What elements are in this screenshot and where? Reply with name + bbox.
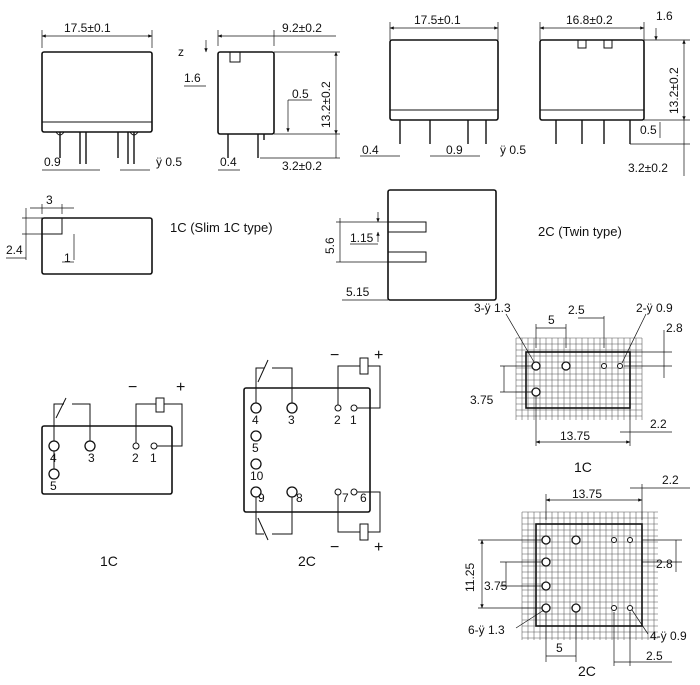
schematic-label-1c: 1C <box>100 553 118 569</box>
schematic-label-2c: 2C <box>298 553 316 569</box>
pin-label: 5 <box>252 441 259 455</box>
pin-label: 5 <box>50 479 57 493</box>
pcb1-d375: 3.75 <box>470 393 494 407</box>
pin-label: 2 <box>334 413 341 427</box>
dim-pin-offset: 0.5 <box>292 87 309 101</box>
pcb2-d28: 2.8 <box>656 557 673 571</box>
view-2c-front: 17.5±0.1 0.4 0.9 ÿ 0.5 <box>360 13 526 157</box>
dim-top-v: 1 <box>64 251 71 265</box>
dim-side-width: 9.2±0.2 <box>282 21 322 35</box>
top-view-1c: 3 2.4 1 1C (Slim 1C type) <box>6 193 273 275</box>
pcb-layout-1c: 3-ÿ 1.3 2-ÿ 0.9 5 2.5 2.8 3.75 13.75 2.2… <box>470 301 683 475</box>
coil-minus-2c-lower: − <box>330 539 339 556</box>
dim-pin-width: 0.4 <box>362 143 379 157</box>
dim-height-2c: 13.2±0.2 <box>667 67 681 114</box>
dim-pin-length: 3.2±0.2 <box>282 159 322 173</box>
pcb-layout-2c: 13.75 2.2 11.25 2.8 3.75 6-ÿ 1.3 4-ÿ 0.9… <box>463 473 690 679</box>
pcb2-d1375: 13.75 <box>572 487 602 501</box>
pin-label: 10 <box>250 469 264 483</box>
pcb-label-1c: 1C <box>574 459 592 475</box>
pin-label: 2 <box>132 451 139 465</box>
pin-label: 3 <box>88 451 95 465</box>
top-label-1c: 1C (Slim 1C type) <box>170 220 273 235</box>
pcb2-d1125: 11.25 <box>463 563 477 592</box>
dim-top-h: 2.4 <box>6 243 23 257</box>
dim-top-w: 3 <box>46 193 53 207</box>
pcb2-d5: 5 <box>556 641 563 655</box>
pin-label: 3 <box>288 413 295 427</box>
pcb2-d22: 2.2 <box>662 473 679 487</box>
dim-z: z <box>178 45 184 59</box>
pcb2-holes-small: 4-ÿ 0.9 <box>650 629 687 643</box>
pcb-grid-2c <box>521 511 658 640</box>
pcb1-d5: 5 <box>548 313 555 327</box>
dim-cap-2c: 1.6 <box>656 9 673 23</box>
schematic-2c: − + − + 4 3 2 1 5 10 9 8 7 6 2C <box>243 347 383 569</box>
pin-label: 4 <box>50 451 57 465</box>
pcb2-d25: 2.5 <box>646 649 663 663</box>
coil-plus-1c: + <box>176 379 185 396</box>
pcb1-d22: 2.2 <box>650 417 667 431</box>
pcb2-d375: 3.75 <box>484 579 508 593</box>
top-label-2c: 2C (Twin type) <box>538 224 622 239</box>
coil-plus-2c: + <box>374 347 383 364</box>
pin-label: 4 <box>252 413 259 427</box>
dim-pitch: 0.9 <box>44 155 61 169</box>
dim-top2-slot: 1.15 <box>350 231 374 245</box>
view-1c-front: 17.5±0.1 0.9 ÿ 0.5 <box>41 21 182 171</box>
top-view-2c: 5.6 1.15 5.15 2C (Twin type) <box>323 189 622 301</box>
dim-height: 13.2±0.2 <box>319 81 333 128</box>
dim-width-2c-side: 16.8±0.2 <box>566 13 613 27</box>
coil-minus-1c: − <box>128 379 137 396</box>
dim-top2-h: 5.6 <box>323 237 337 254</box>
pin-label: 9 <box>258 491 265 505</box>
pcb2-holes-big: 6-ÿ 1.3 <box>468 623 505 637</box>
coil-minus-2c: − <box>330 347 339 364</box>
dim-pin-offset-2c: 0.5 <box>640 123 657 137</box>
pcb-label-2c: 2C <box>578 663 596 679</box>
pcb1-d28: 2.8 <box>666 321 683 335</box>
dim-width: 17.5±0.1 <box>64 21 111 35</box>
pin-label: 6 <box>360 491 367 505</box>
dim-pin-length-2c: 3.2±0.2 <box>628 161 668 175</box>
pcb1-d25: 2.5 <box>568 303 585 317</box>
pcb1-d1375: 13.75 <box>560 429 590 443</box>
dim-pin: 0.4 <box>220 155 237 169</box>
coil-plus-2c-lower: + <box>374 539 383 556</box>
pcb1-holes-small: 2-ÿ 0.9 <box>636 301 673 315</box>
dim-width-2c: 17.5±0.1 <box>414 13 461 27</box>
dim-top2-bottom: 5.15 <box>346 285 370 299</box>
pcb1-holes-big: 3-ÿ 1.3 <box>474 301 511 315</box>
view-side: 9.2±0.2 z 1.6 13.2±0.2 0.5 0.4 3.2±0.2 <box>178 21 340 173</box>
pin-label: 1 <box>350 413 357 427</box>
dim-pitch-2c: 0.9 <box>446 143 463 157</box>
dim-pin-dia: ÿ 0.5 <box>156 155 182 169</box>
dim-cap: 1.6 <box>184 71 201 85</box>
pin-label: 7 <box>342 491 349 505</box>
dim-pin-dia-2c: ÿ 0.5 <box>500 143 526 157</box>
view-2c-side: 16.8±0.2 1.6 13.2±0.2 0.5 3.2±0.2 <box>539 9 690 176</box>
pin-label: 1 <box>150 451 157 465</box>
pin-label: 8 <box>296 491 303 505</box>
schematic-1c: − + 4 3 2 1 5 1C <box>41 379 185 569</box>
